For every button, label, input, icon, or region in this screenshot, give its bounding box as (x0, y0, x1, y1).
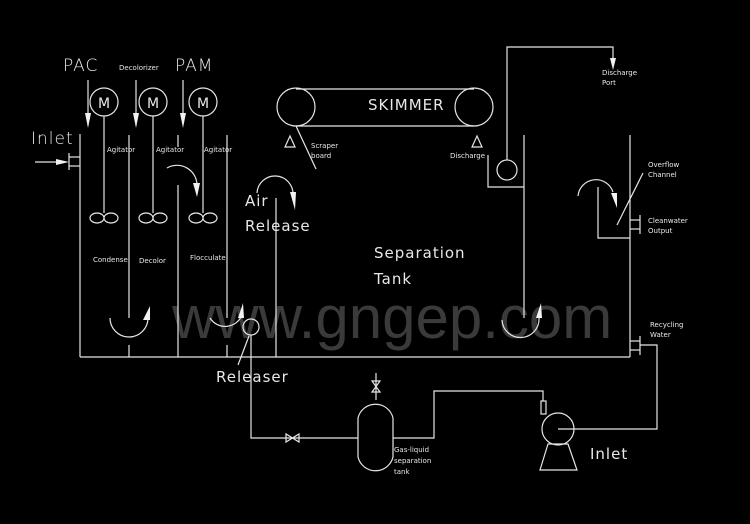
pump-icon (393, 390, 578, 471)
motor-agitator-3: M (188, 87, 218, 224)
motor-label: M (197, 96, 209, 112)
cleanwater-output-label-line1: Cleanwater (648, 217, 688, 225)
tank-structure (79, 134, 631, 358)
discharge-port-label-line1: Discharge (602, 69, 637, 77)
recycling-water-label-line2: Water (650, 331, 671, 339)
overflow-channel-label-line2: Channel (648, 171, 677, 179)
gas-liquid-tank (357, 373, 394, 472)
gas-liquid-tank-label-line2: separation (394, 457, 431, 465)
skimmer-label: SKIMMER (368, 96, 445, 114)
inlet-pipe (35, 153, 80, 170)
overflow-channel (597, 172, 644, 239)
motor-agitator-2: M (138, 87, 168, 224)
scraper-board-label-line2: board (311, 152, 331, 160)
discharge-port-label-line2: Port (602, 79, 616, 87)
releaser (237, 318, 358, 444)
recycling-water-label-line1: Recycling (650, 321, 683, 329)
air-release-label-line2: Release (245, 217, 311, 235)
zone-decolor-label: Decolor (139, 257, 166, 265)
discharge-label: Discharge (450, 152, 485, 160)
agitator-label: Agitator (156, 146, 184, 154)
agitator-label: Agitator (204, 146, 232, 154)
inlet-label: Inlet (31, 129, 74, 149)
zone-condense-label: Condense (93, 256, 128, 264)
skimmer (276, 87, 494, 170)
overflow-channel-label-line1: Overflow (648, 161, 680, 169)
gas-liquid-tank-label-line1: Gas-liquid (394, 446, 429, 454)
decolorizer-label: Decolorizer (119, 64, 159, 72)
motor-label: M (147, 96, 159, 112)
agitator-label: Agitator (107, 146, 135, 154)
separation-tank-label-line2: Tank (373, 270, 412, 288)
scraper-board-label-line1: Scraper (311, 142, 338, 150)
gas-liquid-tank-label-line3: tank (394, 468, 410, 476)
dosing-arrows (85, 80, 186, 128)
zone-flocculate-label: Flocculate (190, 254, 226, 262)
separation-tank-label-line1: Separation (374, 244, 466, 262)
air-release-label-line1: Air (245, 192, 269, 210)
releaser-label: Releaser (216, 368, 289, 386)
motor-agitator-1: M (89, 87, 119, 224)
recycling-pipe (558, 336, 658, 430)
cleanwater-output-label-line2: Output (648, 227, 673, 235)
discharge-trough (487, 46, 616, 188)
pump-inlet-label: Inlet (590, 445, 628, 463)
flow-arrows (109, 164, 617, 339)
pac-label: PAC (63, 56, 98, 76)
valve-icon (285, 432, 300, 444)
motor-label: M (98, 96, 110, 112)
pam-label: PAM (175, 56, 213, 76)
watermark: www.gngep.com (171, 284, 612, 351)
